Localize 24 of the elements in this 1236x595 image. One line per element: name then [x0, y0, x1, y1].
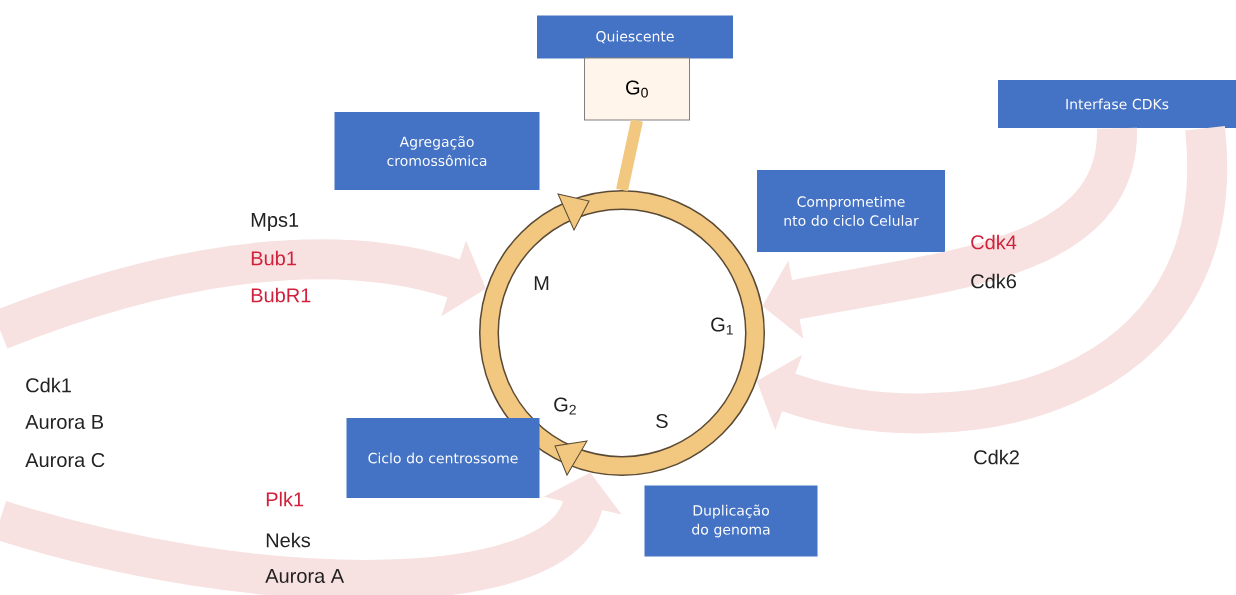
stem-connector [616, 119, 643, 192]
kinase-label: M [534, 276, 549, 290]
kinase-label: Aurora C [25, 452, 105, 468]
kinase-label: BubR1 [251, 287, 311, 303]
label-box: Quiescente [537, 15, 733, 59]
kinase-label: Aurora A [265, 569, 345, 583]
kinase-label: S [656, 413, 668, 429]
label-box: Ciclo do centrossome [346, 418, 540, 498]
label-box: Comprometime nto do ciclo Celular [757, 170, 945, 252]
kinase-label: Aurora B [25, 415, 104, 429]
label-box: Duplicação do genoma [644, 485, 818, 557]
kinase-label: Plk1 [266, 491, 304, 507]
kinase-label: Cdk2 [974, 449, 1019, 465]
phase-box: G$_{0}$ [584, 57, 690, 121]
kinase-label: Neks [266, 532, 311, 548]
kinase-label: Cdk4 [971, 234, 1017, 250]
label-box: Interfase CDKs [998, 80, 1236, 128]
label-box: Agregação cromossômica [334, 112, 540, 190]
kinase-label: G$_{2}$ [554, 397, 576, 415]
kinase-label: Cdk6 [971, 273, 1016, 289]
kinase-label: Cdk1 [26, 377, 71, 393]
kinase-label: Bub1 [251, 250, 296, 266]
kinase-label: Mps1 [251, 213, 299, 231]
kinase-label: G$_{1}$ [711, 317, 733, 335]
